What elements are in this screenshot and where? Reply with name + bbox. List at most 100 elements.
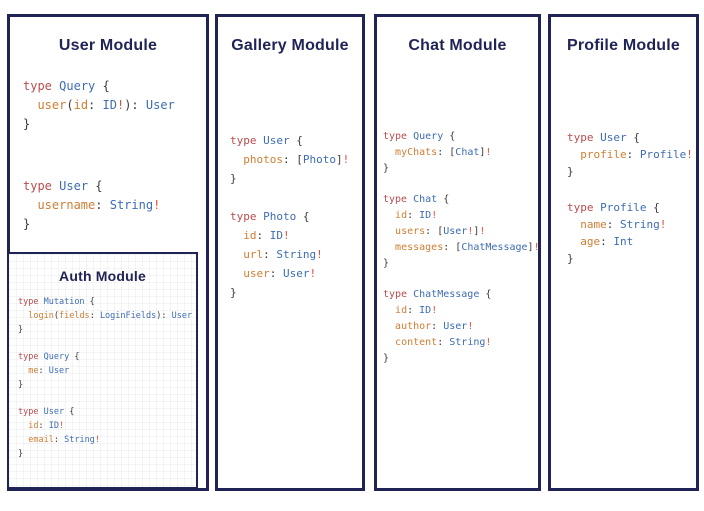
code-line: type ChatMessage { bbox=[383, 287, 540, 303]
code-line: age: Int bbox=[567, 233, 693, 250]
code-line: } bbox=[383, 351, 540, 367]
gallery-module-code: type User { photos: [Photo]!} type Photo … bbox=[230, 131, 349, 321]
code-line: users: [User!]! bbox=[383, 224, 540, 240]
code-line: } bbox=[18, 323, 192, 337]
code-token bbox=[567, 148, 580, 161]
user-module-code: type Query { user(id: ID!): User}type Us… bbox=[23, 77, 175, 277]
code-token: photos bbox=[243, 153, 283, 166]
code-token: : bbox=[437, 337, 444, 348]
chat-module-title: Chat Module bbox=[408, 37, 507, 54]
chat-module-panel: Chat Module type Query { myChats: [Chat]… bbox=[374, 14, 541, 491]
code-line: } bbox=[567, 163, 693, 180]
code-token: ] bbox=[336, 153, 343, 166]
code-line: id: ID! bbox=[383, 303, 540, 319]
code-token: Query bbox=[413, 131, 444, 142]
code-line: type Photo { bbox=[230, 207, 349, 226]
code-line: type Profile { bbox=[567, 199, 693, 216]
code-block: type ChatMessage { id: ID! author: User!… bbox=[383, 287, 540, 367]
code-token: : bbox=[626, 148, 634, 161]
auth-module-panel: Auth Module type Mutation { login(fields… bbox=[7, 252, 198, 489]
code-token bbox=[230, 267, 243, 280]
code-token: User bbox=[443, 226, 468, 237]
code-line: id: ID! bbox=[230, 226, 349, 245]
code-token bbox=[567, 218, 580, 231]
code-token bbox=[383, 147, 395, 158]
code-token: id bbox=[28, 421, 39, 431]
code-line: myChats: [Chat]! bbox=[383, 145, 540, 161]
code-token: String bbox=[64, 435, 95, 445]
code-line: messages: [ChatMessage]! bbox=[383, 240, 540, 256]
code-line: login(fields: LoginFields): User bbox=[18, 309, 192, 323]
code-token: { bbox=[646, 201, 660, 214]
code-token: ): bbox=[124, 98, 139, 112]
code-token: ! bbox=[686, 148, 693, 161]
code-token: url bbox=[243, 248, 264, 261]
code-token: { bbox=[626, 131, 640, 144]
gallery-module-title: Gallery Module bbox=[231, 37, 349, 54]
code-token bbox=[383, 337, 395, 348]
code-token: type bbox=[383, 131, 408, 142]
code-token: ID bbox=[269, 229, 283, 242]
code-token: author bbox=[395, 321, 432, 332]
code-line: email: String! bbox=[18, 433, 192, 447]
code-token: type bbox=[18, 407, 39, 417]
code-token: fields bbox=[58, 311, 90, 321]
code-token: id bbox=[73, 98, 89, 112]
code-token: Chat bbox=[455, 147, 480, 158]
code-token: : bbox=[283, 153, 290, 166]
auth-module-code: type Mutation { login(fields: LoginField… bbox=[18, 295, 192, 474]
code-line: user: User! bbox=[230, 264, 349, 283]
code-block: type Chat { id: ID! users: [User!]! mess… bbox=[383, 192, 540, 272]
code-line: photos: [Photo]! bbox=[230, 150, 349, 169]
code-token: ): bbox=[156, 311, 167, 321]
code-token: User bbox=[443, 321, 468, 332]
code-token: : bbox=[600, 235, 607, 248]
code-line: type Query { bbox=[18, 350, 192, 364]
code-line: type User { bbox=[230, 131, 349, 150]
code-token bbox=[230, 229, 243, 242]
code-token: ! bbox=[467, 226, 474, 237]
code-line: } bbox=[23, 215, 175, 234]
code-token: } bbox=[230, 172, 237, 185]
code-token bbox=[18, 366, 28, 376]
code-token: type bbox=[23, 79, 52, 93]
code-line: user(id: ID!): User bbox=[23, 96, 174, 115]
code-token: { bbox=[84, 297, 95, 307]
code-token: type bbox=[23, 179, 52, 193]
code-token: { bbox=[437, 194, 450, 205]
code-line: content: String! bbox=[383, 335, 540, 351]
code-token bbox=[23, 198, 37, 212]
code-token: : bbox=[425, 226, 432, 237]
code-token: : bbox=[437, 147, 444, 158]
code-token: age bbox=[580, 235, 601, 248]
code-token: messages bbox=[395, 242, 444, 253]
code-token: type bbox=[18, 352, 39, 362]
code-token: ! bbox=[153, 198, 161, 212]
code-token: [ bbox=[437, 226, 444, 237]
code-block: type Photo { id: ID! url: String! user: … bbox=[230, 207, 349, 302]
code-token: { bbox=[95, 79, 110, 93]
code-token: ] bbox=[473, 226, 480, 237]
code-token: name bbox=[580, 218, 607, 231]
code-token: String bbox=[449, 337, 486, 348]
code-block: type User { photos: [Photo]!} bbox=[230, 131, 349, 188]
code-line: username: String! bbox=[23, 196, 175, 215]
code-token: : bbox=[407, 210, 414, 221]
code-line: type Query { bbox=[23, 77, 175, 96]
code-block: type Profile { name: String! age: Int} bbox=[567, 199, 693, 267]
code-token: { bbox=[443, 131, 456, 142]
code-line: } bbox=[18, 447, 192, 461]
code-token: Chat bbox=[413, 194, 438, 205]
code-token bbox=[95, 98, 102, 112]
code-token: } bbox=[383, 163, 390, 174]
profile-module-panel: Profile Module type User { profile: Prof… bbox=[548, 14, 699, 491]
code-token: String bbox=[620, 218, 660, 231]
code-token: [ bbox=[455, 242, 462, 253]
code-block: type Query { myChats: [Chat]!} bbox=[383, 129, 540, 177]
code-line: me: User bbox=[18, 364, 192, 378]
code-token: ( bbox=[66, 98, 74, 112]
code-token: : bbox=[407, 305, 414, 316]
code-token: ID bbox=[419, 210, 432, 221]
code-token: ! bbox=[659, 218, 667, 231]
code-token: } bbox=[23, 217, 31, 231]
